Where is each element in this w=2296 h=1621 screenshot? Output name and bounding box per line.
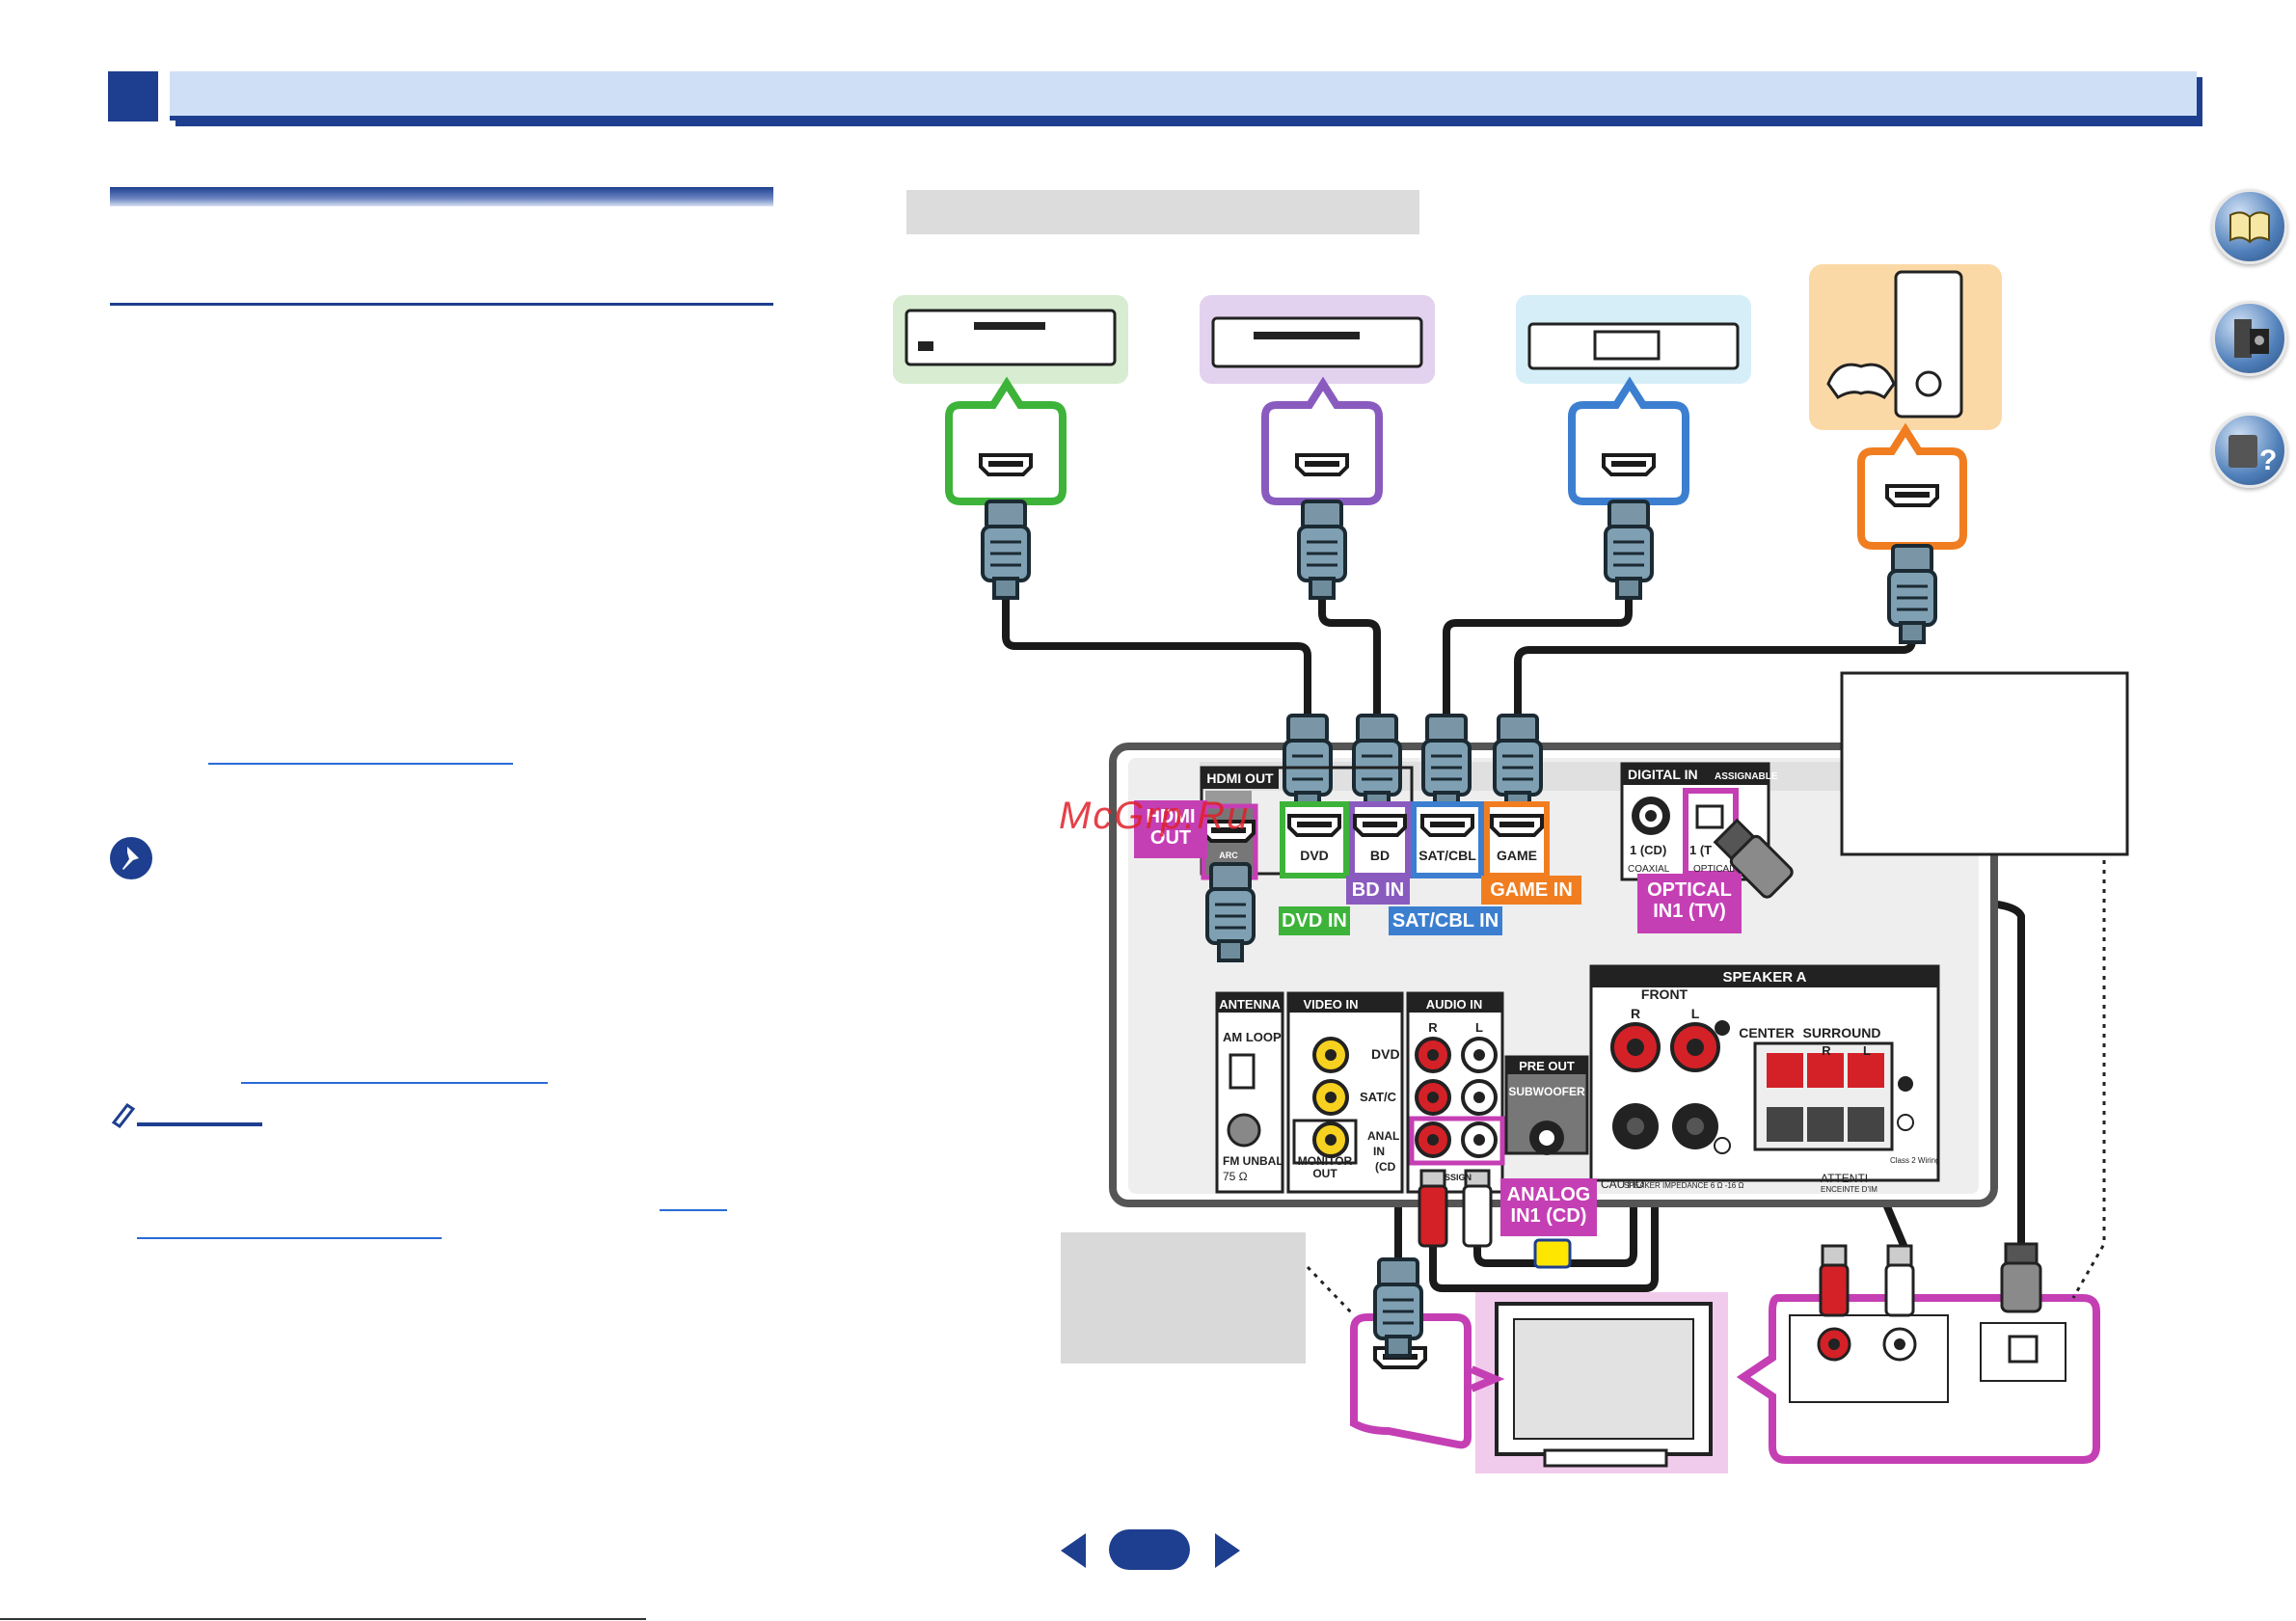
rca-plugs: [1418, 1169, 1493, 1248]
optical-label: OPTICAL: [1693, 864, 1735, 875]
satcbl-in-badge: SAT/CBL IN: [1392, 910, 1499, 932]
help-icon[interactable]: ?: [2212, 413, 2287, 488]
satcbl-port-label: SAT/CBL: [1418, 848, 1476, 863]
watermark: McGrp.Ru: [1059, 795, 1251, 837]
section-number-square: [108, 71, 158, 122]
next-page-icon[interactable]: [1211, 1531, 1244, 1575]
optical-plug: [1713, 818, 1794, 899]
video-cd-label: (CD: [1375, 1160, 1396, 1174]
game-in-badge: GAME IN: [1490, 879, 1573, 901]
hdmi-out-header: HDMI OUT: [1206, 770, 1274, 786]
game-hdmi-callout: [1857, 422, 1967, 550]
video-in-header: VIDEO IN: [1303, 997, 1358, 1012]
bluray-player-icon: [1211, 316, 1423, 368]
bd-hdmi-callout: [1261, 376, 1383, 505]
page-link[interactable]: [660, 1209, 727, 1211]
speaker-a-header: SPEAKER A: [1723, 969, 1807, 986]
attention-label: ATTENTI: [1821, 1172, 1868, 1185]
antenna-header: ANTENNA: [1219, 997, 1281, 1012]
am-loop-label: AM LOOP: [1223, 1030, 1282, 1044]
game-port-label: GAME: [1497, 848, 1537, 863]
dvd-player-icon: [905, 309, 1117, 366]
front-l-label: L: [1691, 1006, 1700, 1021]
front-label: FRONT: [1641, 986, 1688, 1002]
tv-note-box: [1061, 1232, 1306, 1364]
sat-hdmi-callout: [1568, 376, 1689, 505]
front-r-label: R: [1631, 1006, 1640, 1021]
tip-icon: [110, 837, 152, 879]
speaker-impedance-label: SPEAKER IMPEDANCE 6 Ω -16 Ω: [1624, 1181, 1743, 1190]
arc-label: ARC: [1219, 851, 1238, 860]
audio-in-header: AUDIO IN: [1426, 997, 1483, 1012]
center-label: CENTER: [1739, 1025, 1795, 1040]
optical-in-badge: OPTICAL IN1 (TV): [1647, 879, 1732, 922]
coaxial-label: COAXIAL: [1628, 864, 1670, 875]
video-satc-label: SAT/C: [1360, 1090, 1397, 1104]
video-in-short-label: IN: [1373, 1145, 1385, 1158]
ohm-label: 75 Ω: [1223, 1170, 1248, 1183]
dvd-in-badge: DVD IN: [1282, 910, 1347, 932]
book-icon[interactable]: [2212, 189, 2287, 264]
page-link[interactable]: [137, 1237, 442, 1239]
optical-number: 1 (T: [1689, 843, 1712, 857]
bd-port-label: BD: [1370, 848, 1390, 863]
hdmi-out-badge: HDMI OUT: [1146, 806, 1196, 849]
video-anal-label: ANAL: [1367, 1129, 1399, 1143]
game-console-icon: [1826, 270, 1963, 419]
caution-label: CAUTIO: [1601, 1177, 1644, 1191]
note-pencil-icon: [110, 1101, 262, 1129]
receiver-icon[interactable]: [2212, 301, 2287, 376]
surround-r-label: R: [1822, 1043, 1831, 1058]
surround-l-label: L: [1863, 1043, 1871, 1058]
section-heading-bar: [110, 187, 773, 206]
dvd-hdmi-callout: [945, 376, 1067, 505]
assignable-label: ASSIGNABLE: [1715, 771, 1778, 782]
svg-text:?: ?: [2259, 445, 2277, 476]
coaxial-number: 1 (CD): [1630, 843, 1666, 857]
analog-in-badge: ANALOG IN1 (CD): [1506, 1184, 1591, 1227]
dvd-port-label: DVD: [1300, 848, 1329, 863]
enceinte-label: ENCEINTE D'IM: [1821, 1185, 1877, 1194]
class2-label: Class 2 Wiring: [1890, 1156, 1940, 1165]
page-link[interactable]: [241, 1082, 548, 1084]
page-number-pill: [1109, 1529, 1190, 1570]
page-title-bar: [170, 71, 2197, 121]
tv-icon: [1495, 1302, 1713, 1468]
diagram-caption-box: [906, 190, 1419, 234]
ssign-label: SSIGN: [1445, 1173, 1472, 1182]
section-rule: [110, 303, 773, 306]
fm-unbal-label: FM UNBAL: [1223, 1154, 1283, 1168]
audio-l-label: L: [1475, 1020, 1483, 1035]
subwoofer-label: SUBWOOFER: [1508, 1085, 1585, 1098]
digital-in-header: DIGITAL IN: [1628, 767, 1698, 782]
page-link[interactable]: [208, 763, 513, 765]
audio-r-label: R: [1428, 1020, 1438, 1035]
pre-out-header: PRE OUT: [1519, 1059, 1575, 1073]
monitor-out-label: MONITOR OUT: [1297, 1154, 1353, 1181]
prev-page-icon[interactable]: [1057, 1531, 1090, 1575]
footer-rule: [0, 1618, 646, 1620]
bd-in-badge: BD IN: [1352, 879, 1404, 901]
surround-label: SURROUND: [1803, 1025, 1881, 1040]
video-dvd-label: DVD: [1371, 1046, 1400, 1062]
satellite-receiver-icon: [1527, 322, 1740, 370]
